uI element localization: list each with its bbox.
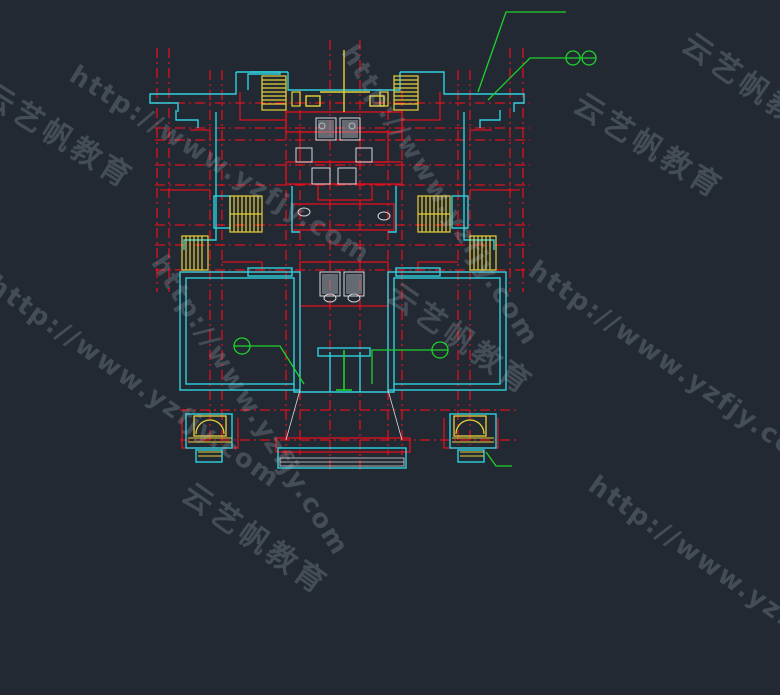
front-door-right: [453, 415, 487, 437]
stair-left-middle: [229, 195, 263, 233]
entry-indicator: [336, 350, 352, 391]
sanitary-fixtures: [295, 117, 391, 303]
cad-floor-plan: [0, 0, 780, 542]
cyan-walls: [149, 71, 525, 469]
stair-right-middle: [417, 195, 451, 233]
leader-lines: [233, 11, 597, 467]
yellow-center-mark: [305, 50, 385, 112]
stair-right-top: [379, 75, 419, 111]
stair-left-lower: [181, 235, 209, 271]
fixture-fills: [318, 120, 362, 294]
drawing-background: [0, 0, 780, 542]
stair-left-top: [261, 75, 301, 111]
stair-right-lower: [469, 235, 497, 271]
front-platform: [279, 389, 405, 467]
front-steps: [188, 437, 494, 457]
front-door-left: [193, 415, 227, 437]
